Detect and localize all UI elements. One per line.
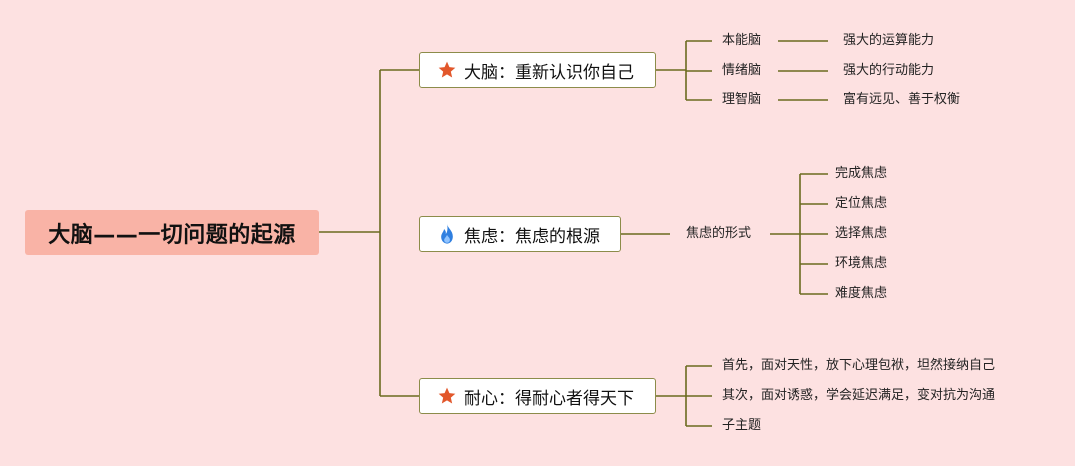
leaf-completion-anxiety[interactable]: 完成焦虑 [835,166,888,181]
leaf-rational-brain[interactable]: 理智脑 [722,92,762,107]
star-icon [436,385,458,407]
fire-icon [436,223,458,245]
leaf-instinct-brain[interactable]: 本能脑 [722,33,762,48]
branch-1-grandchild-connectors [778,40,828,101]
leaf-difficulty-anxiety[interactable]: 难度焦虑 [835,286,888,301]
root-node[interactable]: 大脑——一切问题的起源 [25,210,319,255]
leaf-environment-anxiety[interactable]: 环境焦虑 [835,256,888,271]
leaf-foresight[interactable]: 富有远见、善于权衡 [843,92,961,107]
branch-label: 焦虑：焦虑的根源 [464,226,600,247]
leaf-subtopic[interactable]: 子主题 [722,418,762,433]
branch-node-anxiety[interactable]: 焦虑：焦虑的根源 [419,216,621,252]
leaf-delay-gratification[interactable]: 其次，面对诱惑，学会延迟满足，变对抗为沟通 [722,388,996,403]
leaf-action-power[interactable]: 强大的行动能力 [843,63,935,78]
leaf-accept-yourself[interactable]: 首先，面对天性，放下心理包袱，坦然接纳自己 [722,358,996,373]
leaf-positioning-anxiety[interactable]: 定位焦虑 [835,196,888,211]
branch-label: 耐心：得耐心者得天下 [464,388,634,409]
root-label: 大脑——一切问题的起源 [48,222,296,248]
branch-3-children-connector [655,365,712,427]
leaf-computing-power[interactable]: 强大的运算能力 [843,33,935,48]
branch-2-connector [620,173,828,295]
star-icon [436,59,458,81]
leaf-anxiety-forms[interactable]: 焦虑的形式 [686,226,752,241]
branch-node-patience[interactable]: 耐心：得耐心者得天下 [419,378,656,414]
branch-1-children-connector [655,40,712,101]
leaf-emotion-brain[interactable]: 情绪脑 [722,63,762,78]
branch-label: 大脑：重新认识你自己 [464,62,634,83]
leaf-choice-anxiety[interactable]: 选择焦虑 [835,226,888,241]
branch-node-brain[interactable]: 大脑：重新认识你自己 [419,52,656,88]
